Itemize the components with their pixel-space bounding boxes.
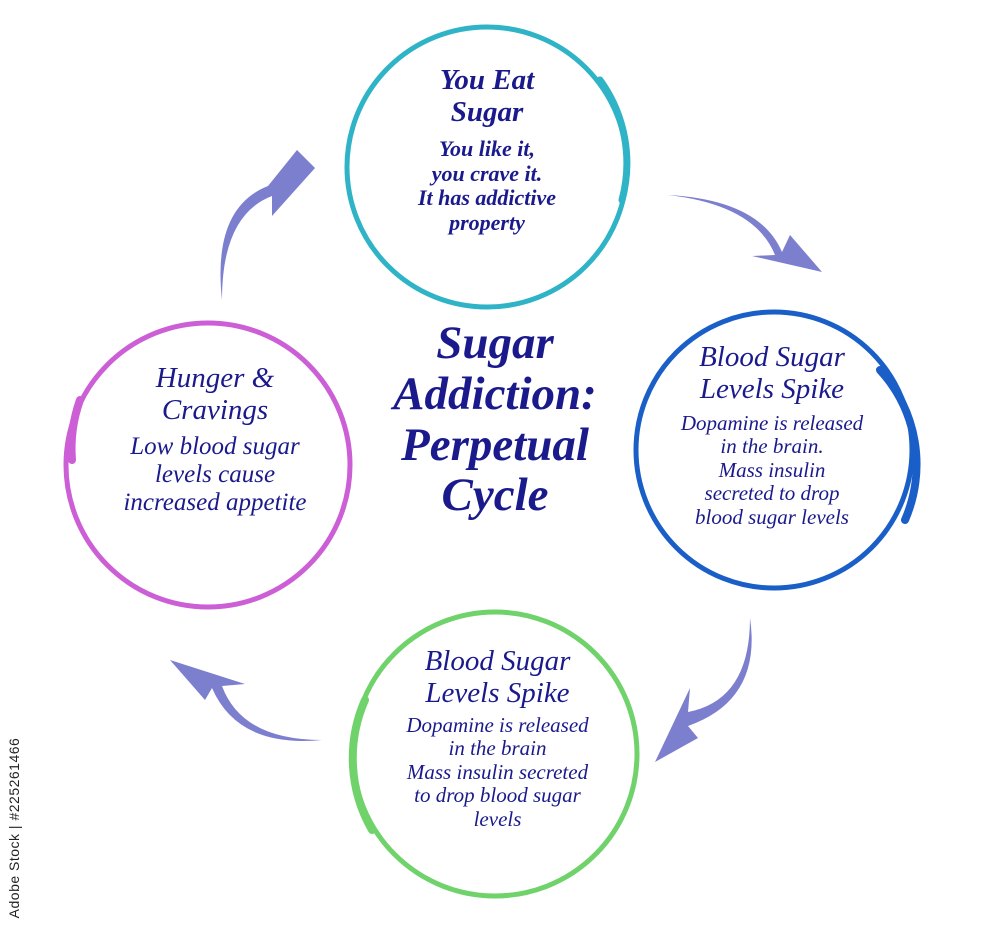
title-line: Perpetual — [401, 418, 589, 471]
title-line: Sugar — [436, 317, 554, 369]
circle-blood-sugar-spike-bottom — [348, 609, 640, 899]
node-body-line: to drop blood sugar — [414, 783, 581, 808]
node-body-line: increased appetite — [123, 488, 307, 516]
node-title-line: Hunger & — [155, 362, 275, 394]
arrow-right-to-bottom — [655, 618, 752, 762]
node-body-line: levels — [473, 807, 522, 831]
node-title-line: Blood Sugar — [424, 645, 571, 677]
node-body-line: It has addictive — [417, 185, 557, 211]
node-body-line: Dopamine is released — [406, 712, 589, 737]
node-title-line: You Eat — [439, 64, 535, 96]
node-body-line: levels cause — [154, 460, 276, 488]
title-line: Cycle — [441, 469, 549, 522]
node-body-line: Mass insulin secreted — [406, 759, 589, 784]
node-body-line: Low blood sugar — [130, 432, 300, 460]
node-body-line: in the brain — [448, 736, 547, 761]
node-you-eat-sugar: You Eat Sugar You like it, you crave it.… — [372, 64, 602, 235]
node-body-line: Dopamine is released — [680, 410, 864, 435]
circle-hunger-cravings — [63, 320, 353, 610]
diagram-title: Sugar Addiction: Perpetual Cycle — [330, 318, 660, 521]
arrow-left-to-top — [220, 150, 315, 300]
node-body-line: Mass insulin — [718, 457, 826, 482]
stock-id-label: Adobe Stock | #225261466 — [6, 737, 22, 919]
node-title-line: Blood Sugar — [699, 341, 845, 373]
node-blood-sugar-spike-right: Blood Sugar Levels Spike Dopamine is rel… — [652, 341, 892, 530]
node-body-line: You like it, — [439, 135, 535, 161]
node-blood-sugar-spike-bottom: Blood Sugar Levels Spike Dopamine is rel… — [370, 645, 625, 832]
node-body-line: secreted to drop — [704, 481, 840, 506]
circle-blood-sugar-spike-right — [633, 309, 921, 591]
node-body-line: blood sugar levels — [695, 505, 849, 529]
circle-you-eat-sugar — [344, 24, 631, 310]
node-body-line: property — [449, 209, 525, 235]
node-title-line: Sugar — [450, 96, 524, 129]
title-line: Addiction: — [393, 367, 597, 420]
node-title-line: Levels Spike — [699, 373, 845, 406]
node-body-line: you crave it. — [431, 160, 543, 186]
node-title-line: Levels Spike — [425, 677, 570, 710]
node-body-line: in the brain. — [720, 434, 824, 459]
node-title-line: Cravings — [161, 394, 269, 427]
node-hunger-cravings: Hunger & Cravings Low blood sugar levels… — [90, 362, 340, 517]
arrow-top-to-right — [668, 195, 822, 272]
arrow-bottom-to-left — [170, 660, 322, 741]
